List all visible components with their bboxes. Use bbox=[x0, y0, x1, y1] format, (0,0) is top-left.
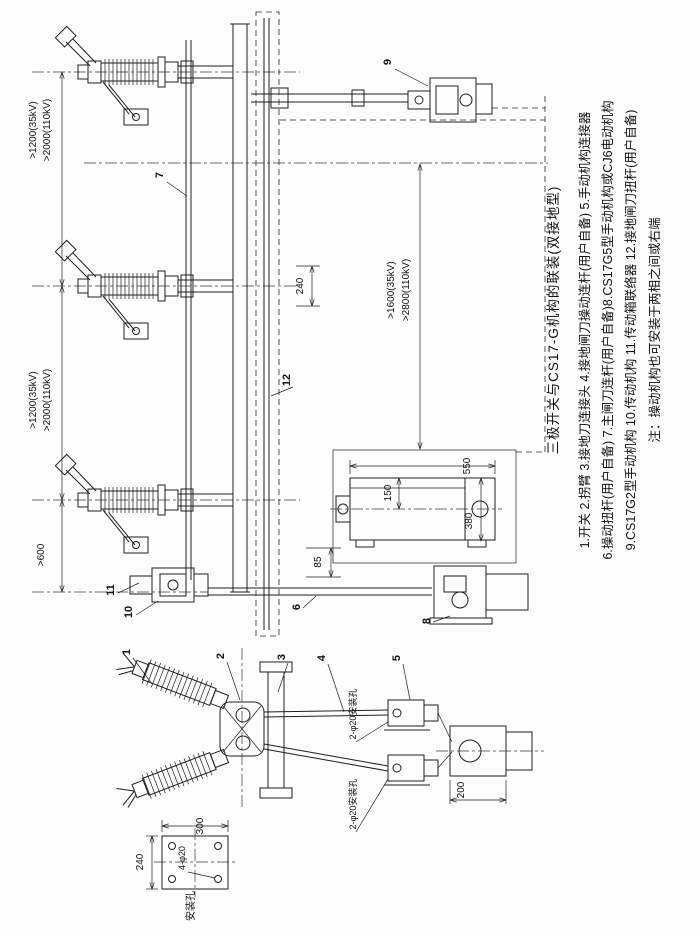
mech-hole-leaders bbox=[355, 721, 389, 833]
dim-mech-distance-a: >1600(35kV) bbox=[386, 261, 397, 319]
dimension-flange-240 bbox=[296, 265, 320, 307]
dim-plate-240: 240 bbox=[135, 853, 146, 870]
label-plate-holes: 4-φ20 bbox=[177, 846, 187, 870]
switch-front-view: 200 2-φ20安装孔 2-φ20安装孔 300 240 4-φ20 安装孔 bbox=[114, 648, 544, 921]
dim-offset-85: 85 bbox=[313, 556, 324, 568]
callout-10: 10 bbox=[123, 606, 135, 618]
callout-4: 4 bbox=[316, 654, 328, 661]
dim-box-380: 380 bbox=[464, 512, 475, 529]
callout-5: 5 bbox=[391, 655, 403, 661]
operating-torsion-rod-6 bbox=[208, 587, 432, 596]
title-block: 三极开关与CS17-G机构的联装(双接地型) 1.开关 2.拐臂 3.接地刀连接… bbox=[545, 100, 662, 559]
main-operating-rod bbox=[185, 40, 192, 580]
callout-9: 9 bbox=[382, 59, 394, 65]
legend-line-1: 1.开关 2.拐臂 3.接地刀连接头 4.接地闸刀操动连杆(用户自备) 5.手动… bbox=[577, 111, 592, 548]
pole-phase-3 bbox=[31, 453, 301, 554]
callout-leaders-side-view bbox=[117, 68, 451, 623]
base-hole-detail bbox=[146, 820, 236, 897]
callout-8: 8 bbox=[421, 618, 433, 624]
dim-flange-240: 240 bbox=[295, 277, 306, 294]
callout-7: 7 bbox=[154, 172, 166, 178]
dim-phase-spacing-1a: >1200(35kV) bbox=[28, 101, 39, 159]
dim-mech-distance-b: >2800(110kV) bbox=[401, 259, 412, 321]
manual-mechanism-9 bbox=[251, 77, 493, 123]
dim-phase-spacing-2a: >1200(35kV) bbox=[28, 371, 39, 429]
drawing-title: 三极开关与CS17-G机构的联装(双接地型) bbox=[545, 186, 561, 455]
callout-6: 6 bbox=[291, 604, 303, 610]
ground-blade-torsion-rod bbox=[255, 11, 280, 637]
label-mech-holes-lower: 2-φ20安装孔 bbox=[347, 779, 358, 830]
dim-ground-clearance: >600 bbox=[36, 543, 47, 566]
base-pivot bbox=[219, 648, 265, 808]
linkage-side-view: >1200(35kV) >2000(110kV) >1200(35kV) >20… bbox=[28, 11, 548, 637]
mechanism-connector-lower bbox=[384, 754, 439, 786]
motor-mechanism bbox=[436, 725, 544, 804]
legend-line-2: 6.操动扭杆(用户自备) 7.主闸刀连杆(用户自备)8.CS17G5型手动机构或… bbox=[600, 100, 615, 559]
support-frame bbox=[230, 23, 250, 593]
dim-box-550: 550 bbox=[462, 457, 473, 474]
ground-blade-drive-rods bbox=[263, 709, 389, 772]
callout-3: 3 bbox=[276, 654, 288, 660]
legend-line-3: 9.CS17G2型手动机构 10.传动机构 11.传动箱联络器 12.接地闸刀扭… bbox=[623, 110, 638, 551]
dim-motor-200: 200 bbox=[456, 781, 467, 798]
manual-mechanism-8 bbox=[429, 565, 529, 625]
dim-phase-spacing-2b: >2000(110kV) bbox=[42, 369, 53, 431]
transmission-mechanism-10 bbox=[129, 567, 209, 603]
mechanism-detail-box bbox=[330, 449, 517, 564]
dim-phase-spacing-1b: >2000(110kV) bbox=[42, 99, 53, 161]
pole-phase-1 bbox=[31, 25, 301, 126]
mechanism-connector-upper bbox=[384, 699, 439, 731]
dimension-offset-85 bbox=[306, 547, 341, 578]
drawing-note: 注：操动机构也可安装于两相之间或右端 bbox=[647, 217, 662, 442]
dim-box-150: 150 bbox=[383, 484, 394, 501]
label-mech-holes-upper: 2-φ20安装孔 bbox=[347, 689, 358, 740]
callout-leaders-front-view bbox=[132, 657, 411, 713]
insulator-column-lower bbox=[114, 743, 232, 810]
pole-phase-2 bbox=[31, 239, 301, 340]
insulator-column-upper bbox=[114, 648, 232, 715]
callout-1: 1 bbox=[121, 649, 133, 655]
label-mounting-holes: 安装孔 bbox=[184, 891, 197, 921]
base-channel bbox=[259, 661, 293, 799]
dim-plate-300: 300 bbox=[195, 817, 206, 834]
callout-12: 12 bbox=[281, 374, 293, 386]
callout-11: 11 bbox=[105, 584, 117, 596]
callout-2: 2 bbox=[215, 653, 227, 659]
